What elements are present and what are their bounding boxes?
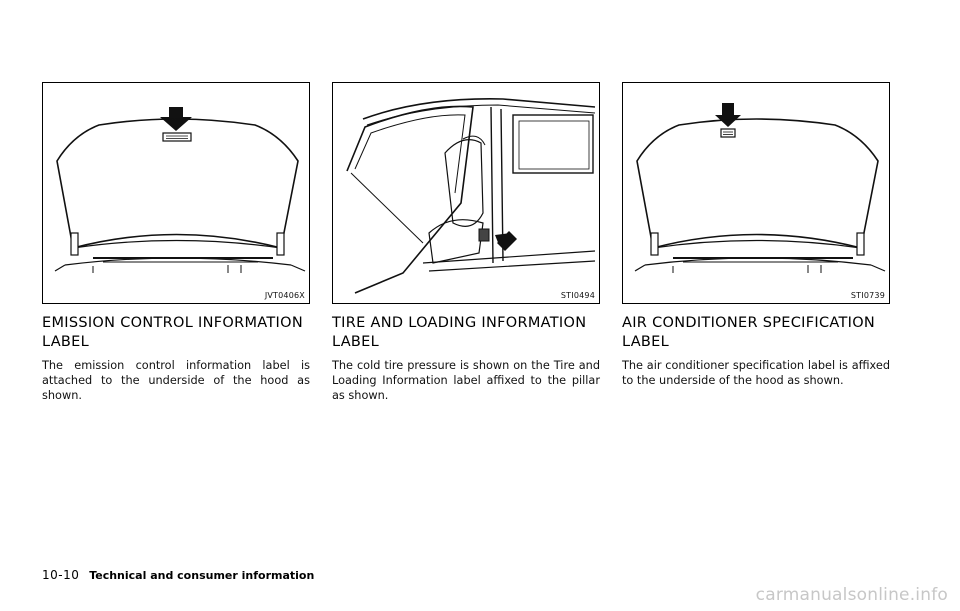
- figure-code: JVT0406X: [264, 291, 305, 300]
- page-number: 10-10: [42, 568, 80, 582]
- section-heading: AIR CONDITIONER SPECIFICATION LABEL: [622, 315, 876, 350]
- section-body: The emission control information label i…: [42, 359, 310, 402]
- section-heading: TIRE AND LOADING INFORMATION LABEL: [332, 315, 587, 350]
- section-title: Technical and consumer information: [89, 569, 315, 582]
- figure-code: STI0739: [850, 291, 885, 300]
- section-body: The air conditioner specification label …: [622, 359, 890, 387]
- section-emission-label: JVT0406X EMISSION CONTROL INFORMATION LA…: [42, 82, 310, 403]
- arrow-icon: [495, 231, 517, 251]
- section-body: The cold tire pressure is shown on the T…: [332, 359, 600, 402]
- pillar-label-illustration: STI0494: [332, 82, 600, 304]
- section-heading: EMISSION CONTROL INFORMATION LABEL: [42, 315, 303, 350]
- figure-code: STI0494: [560, 291, 595, 300]
- hood-diagram: [634, 103, 886, 273]
- arrow-down-icon: [715, 103, 741, 127]
- door-pillar-diagram: [346, 98, 596, 294]
- hood-diagram: [54, 107, 306, 273]
- page-footer: 10-10 Technical and consumer information: [42, 568, 314, 582]
- watermark-text: carmanualsonline.info: [755, 585, 948, 605]
- hood-ac-label-illustration: STI0739: [622, 82, 890, 304]
- label-sticker-icon: [478, 228, 490, 242]
- section-tire-label: STI0494 TIRE AND LOADING INFORMATION LAB…: [332, 82, 600, 403]
- hood-label-illustration: JVT0406X: [42, 82, 310, 304]
- label-sticker-icon: [720, 128, 736, 138]
- label-sticker-icon: [162, 132, 192, 142]
- section-ac-label: STI0739 AIR CONDITIONER SPECIFICATION LA…: [622, 82, 890, 388]
